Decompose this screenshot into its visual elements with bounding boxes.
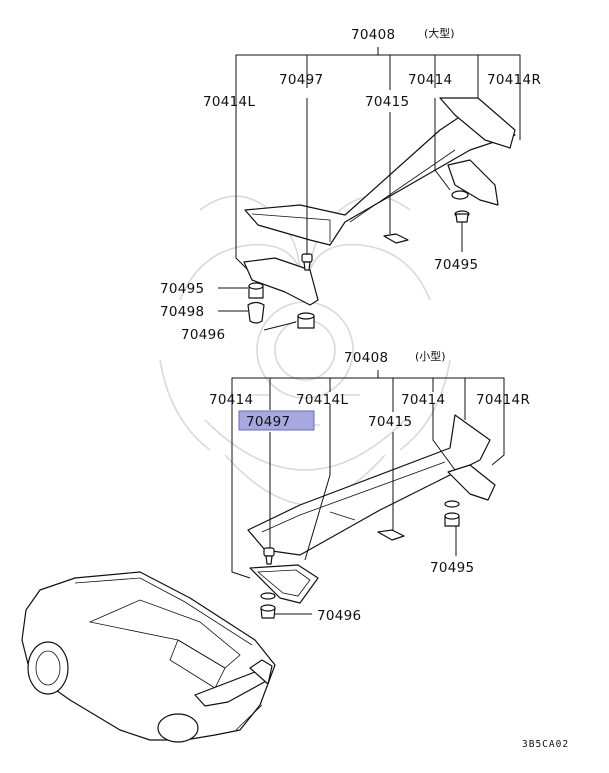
car-outline [21, 571, 276, 743]
label-70414R-top[interactable]: 70414R [487, 72, 541, 88]
right-mount-bracket[interactable] [447, 159, 499, 206]
labels-bottom: 70408 (小型) 70414 70414L 70414 70414R 704… [209, 349, 530, 624]
label-70495-left[interactable]: 70495 [160, 281, 204, 297]
diagram-code: 3B5CA02 [522, 739, 569, 750]
label-size-small: (小型) [415, 349, 446, 363]
label-size-large: (大型) [424, 26, 455, 40]
small-left-endplate[interactable] [249, 564, 319, 604]
top-spoiler-assembly [218, 47, 521, 331]
clip-70496-bottom[interactable] [260, 592, 276, 619]
left-mount-bracket[interactable] [243, 257, 319, 306]
label-70496-top[interactable]: 70496 [181, 327, 225, 343]
clip-70497-top[interactable] [301, 253, 313, 271]
label-70497-bottom[interactable]: 70497 [246, 414, 290, 430]
clip-70496-top[interactable] [297, 312, 315, 329]
label-70414L-bottom[interactable]: 70414L [296, 392, 348, 408]
pad-70495-bottom[interactable] [444, 500, 460, 527]
label-70414-bottom-left[interactable]: 70414 [209, 392, 253, 408]
label-70414R-bottom[interactable]: 70414R [476, 392, 530, 408]
seal-70415-bottom[interactable] [377, 529, 405, 541]
label-70495-right[interactable]: 70495 [434, 257, 478, 273]
watermark-emblem [159, 195, 451, 506]
label-70415-top[interactable]: 70415 [365, 94, 409, 110]
grommet-70498[interactable] [247, 301, 265, 324]
seal-70415-top[interactable] [383, 233, 409, 244]
label-70414L-top[interactable]: 70414L [203, 94, 255, 110]
right-pad [451, 190, 469, 200]
highlight-box-70497 [238, 410, 315, 431]
label-70408-top[interactable]: 70408 [351, 27, 395, 43]
label-70498[interactable]: 70498 [160, 304, 204, 320]
label-70496-bottom[interactable]: 70496 [317, 608, 361, 624]
label-70415-bottom[interactable]: 70415 [368, 414, 412, 430]
labels-top: 70408 (大型) 70497 70414 70414R 70414L 704… [160, 26, 541, 343]
label-70414-bottom-right[interactable]: 70414 [401, 392, 445, 408]
nut-70495-left[interactable] [248, 282, 264, 299]
label-70495-bottom[interactable]: 70495 [430, 560, 474, 576]
bottom-spoiler-assembly [231, 370, 505, 619]
label-70408-bottom[interactable]: 70408 [344, 350, 388, 366]
label-70497-top[interactable]: 70497 [279, 72, 323, 88]
nut-70495-right[interactable] [454, 210, 470, 223]
label-70414-top[interactable]: 70414 [408, 72, 452, 88]
small-spoiler-wing[interactable] [247, 414, 491, 556]
small-right-endplate[interactable] [447, 464, 496, 501]
clip-70497-bottom[interactable] [263, 547, 275, 565]
